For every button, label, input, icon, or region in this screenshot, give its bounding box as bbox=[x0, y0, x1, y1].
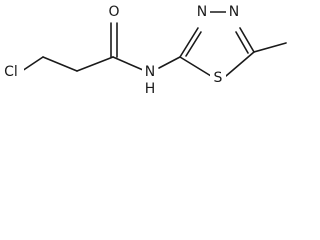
atom-amide-hydrogen: H bbox=[145, 81, 156, 97]
bond-ring-c5-s1 bbox=[225, 51, 255, 77]
atom-ring-nitrogen-4: N bbox=[229, 4, 239, 20]
atom-labels: Cl O N H N N S bbox=[0, 3, 242, 97]
bond-ring-n4-c5-inner bbox=[235, 31, 249, 54]
bond-c1-c2 bbox=[42, 56, 78, 72]
atom-ring-nitrogen-3: N bbox=[197, 4, 207, 20]
bonds bbox=[21, 11, 287, 77]
bond-n-ring-c2 bbox=[158, 56, 181, 69]
bond-cl-c1 bbox=[21, 56, 44, 72]
atom-ring-sulfur: S bbox=[214, 70, 223, 86]
atom-oxygen: O bbox=[108, 4, 119, 20]
bond-ring-c2-n3 bbox=[179, 27, 199, 58]
atom-chlorine: Cl bbox=[4, 64, 18, 80]
bond-carbonyl-n bbox=[112, 56, 144, 71]
bond-ring-n4-c5 bbox=[239, 27, 255, 53]
bond-c2-carbonyl bbox=[76, 56, 114, 72]
atom-amide-nitrogen: N bbox=[145, 64, 155, 80]
bond-ring-c2-n3-inner bbox=[185, 31, 202, 57]
bond-ring-s1-c2 bbox=[179, 56, 212, 77]
chemical-structure-diagram: Cl O N H N N S bbox=[0, 3, 287, 97]
bond-c5-methyl bbox=[253, 42, 287, 53]
